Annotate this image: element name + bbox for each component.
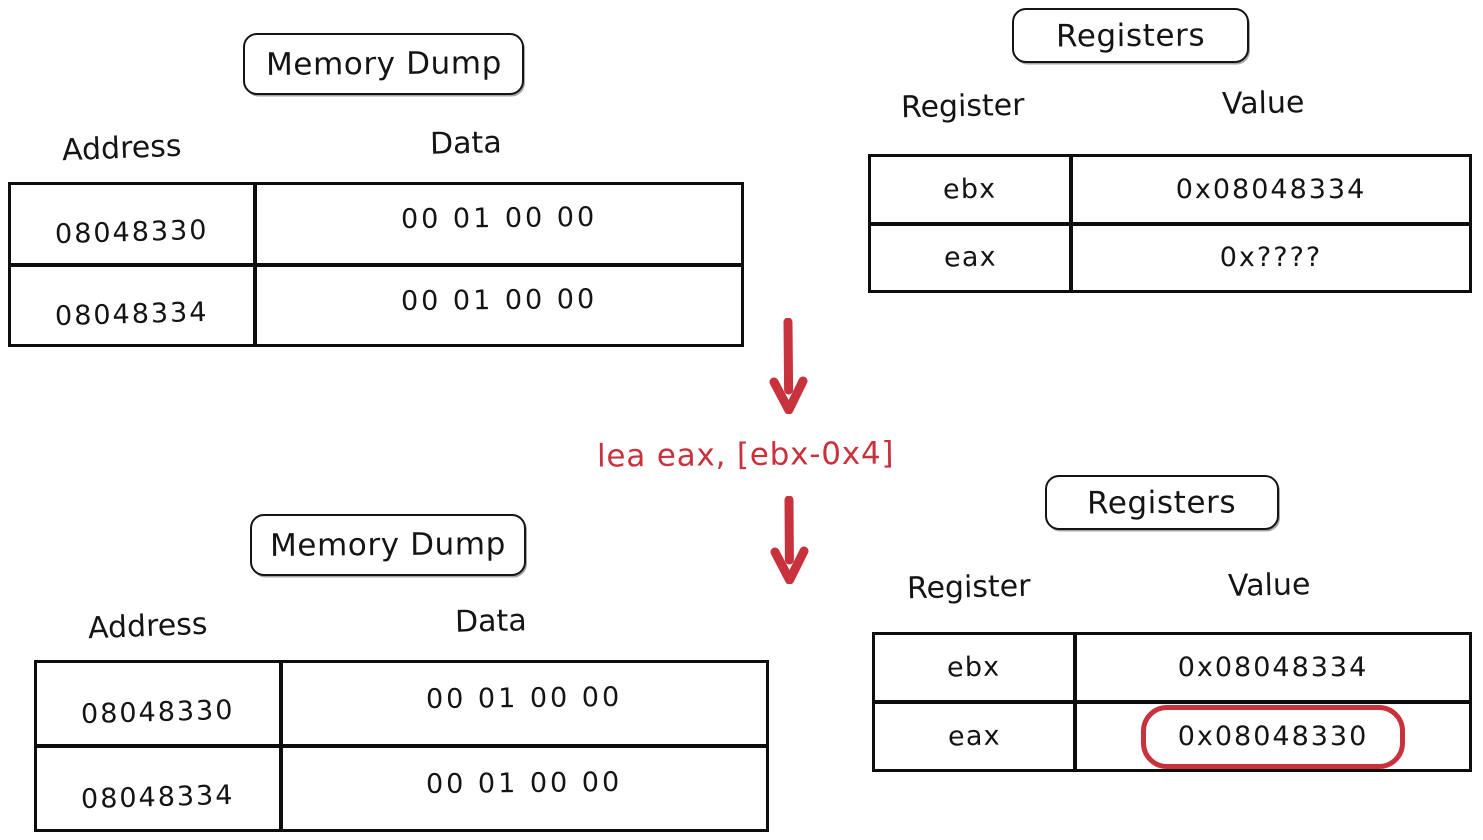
down-arrow-icon-bottom: [758, 496, 820, 584]
table-row: ebx 0x08048334: [871, 157, 1469, 222]
memory-address-cell: 08048330: [37, 663, 283, 744]
table-row: 08048334 00 01 00 00: [11, 262, 741, 344]
memory-data-cell: 00 01 00 00: [426, 681, 623, 716]
register-name-cell: ebx: [871, 157, 1073, 222]
instruction-text: lea eax, [ebx-0x4]: [596, 435, 895, 475]
registers-column-header-register-before: Register: [900, 87, 1025, 126]
registers-column-header-value-after: Value: [1227, 567, 1311, 604]
table-row: 08048330 00 01 00 00: [11, 185, 741, 263]
memory-data-cell: 00 01 00 00: [426, 766, 623, 801]
memory-address-cell: 08048334: [11, 266, 257, 344]
table-row: ebx 0x08048334: [875, 635, 1469, 700]
register-value-cell: 0x08048330: [1077, 704, 1469, 769]
memory-column-header-address-after: Address: [87, 606, 209, 647]
memory-dump-table-before: 08048330 00 01 00 00 08048334 00 01 00 0…: [8, 182, 744, 347]
register-value-cell: 0x????: [1219, 242, 1323, 274]
memory-column-header-address-before: Address: [61, 128, 183, 169]
table-row: eax 0x????: [871, 221, 1469, 290]
table-row: eax 0x08048330: [875, 700, 1469, 769]
memory-address-cell: 08048330: [11, 185, 257, 263]
memory-column-header-data-after: Data: [454, 603, 527, 640]
registers-badge-after: Registers: [1045, 475, 1279, 530]
memory-dump-table-after: 08048330 00 01 00 00 08048334 00 01 00 0…: [34, 660, 769, 832]
register-value-cell: 0x08048334: [1175, 173, 1367, 205]
registers-badge-before: Registers: [1012, 8, 1249, 63]
register-name-cell: eax: [875, 704, 1077, 769]
memory-address-cell: 08048334: [37, 748, 283, 829]
memory-dump-badge-after: Memory Dump: [250, 514, 526, 576]
table-row: 08048330 00 01 00 00: [37, 663, 766, 744]
down-arrow-icon-top: [758, 318, 820, 414]
registers-table-after: ebx 0x08048334 eax 0x08048330: [872, 632, 1472, 772]
table-row: 08048334 00 01 00 00: [37, 744, 766, 829]
memory-data-cell: 00 01 00 00: [400, 202, 598, 236]
memory-column-header-data-before: Data: [429, 125, 502, 162]
eax-result-highlight: 0x08048330: [1141, 704, 1405, 769]
memory-dump-badge-before: Memory Dump: [243, 33, 524, 95]
registers-column-header-register-after: Register: [906, 568, 1031, 607]
registers-badge-label-after: Registers: [1087, 483, 1237, 522]
register-value-cell: 0x08048334: [1177, 652, 1369, 683]
memory-dump-badge-label-after: Memory Dump: [269, 526, 507, 564]
register-name-cell: ebx: [875, 635, 1077, 700]
registers-column-header-value-before: Value: [1221, 85, 1305, 122]
register-name-cell: eax: [871, 225, 1073, 290]
registers-badge-label-before: Registers: [1055, 16, 1206, 55]
registers-table-before: ebx 0x08048334 eax 0x????: [868, 154, 1472, 293]
memory-data-cell: 00 01 00 00: [400, 283, 598, 317]
memory-dump-badge-label-before: Memory Dump: [265, 45, 502, 83]
